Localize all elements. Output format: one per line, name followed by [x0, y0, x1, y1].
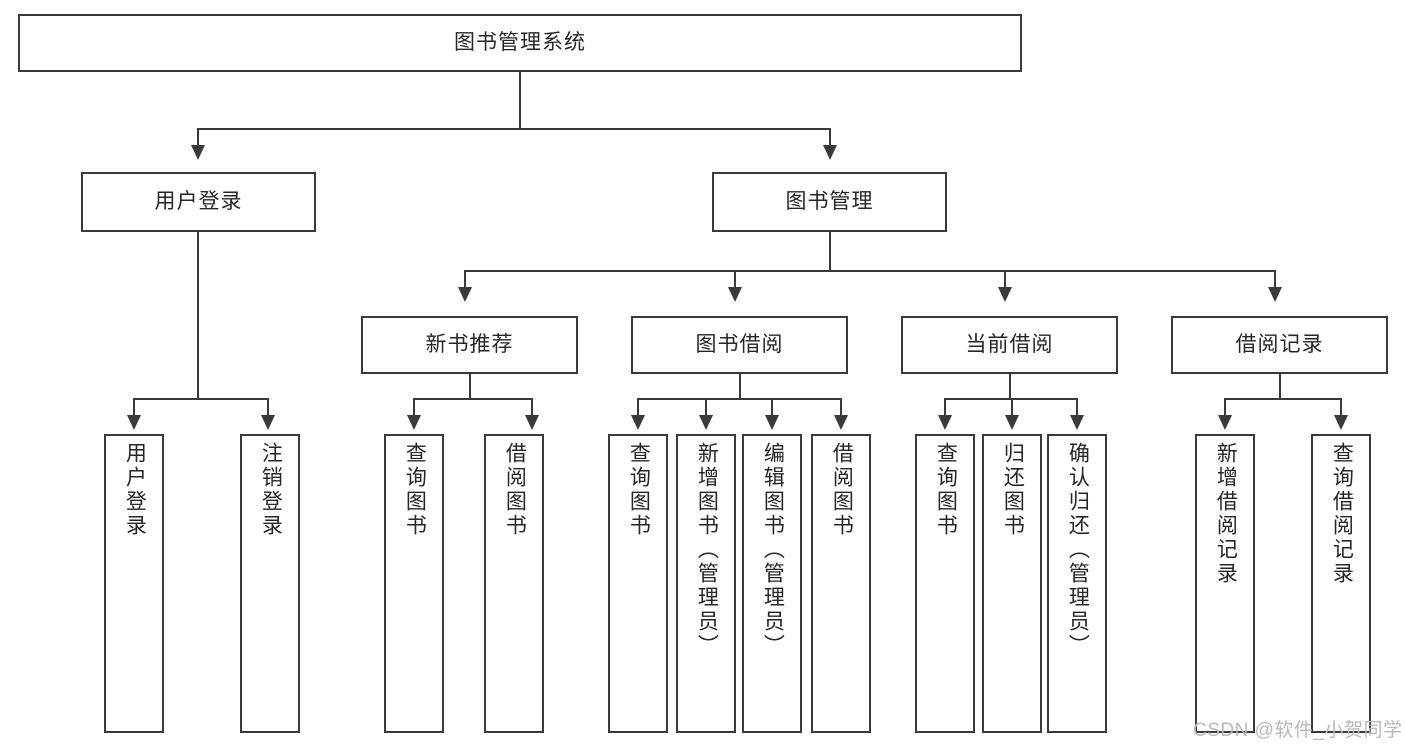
arrow-to-leaf-add-book: [699, 415, 713, 430]
leaf-edit-book[interactable]: 编辑图书（管理员）: [742, 434, 802, 733]
connector-new-book-stem: [469, 374, 471, 400]
node-label: 新增图书（管理员）: [695, 442, 719, 658]
leaf-query-book-current[interactable]: 查询图书: [915, 434, 975, 733]
node-label: 归还图书: [1001, 442, 1025, 538]
node-label: 确认归还（管理员）: [1066, 442, 1090, 658]
arrow-to-leaf-query-book-1: [407, 415, 421, 430]
node-new-book-recommend[interactable]: 新书推荐: [361, 316, 578, 374]
connector-book-borrow-drop-1: [637, 398, 639, 416]
arrow-to-leaf-logout: [261, 415, 275, 430]
connector-borrow-record-drop-1: [1224, 398, 1226, 416]
node-label: 图书管理: [785, 189, 874, 213]
connector-user-login-drop-1: [133, 398, 135, 416]
arrow-to-leaf-return-book: [1005, 415, 1019, 430]
connector-borrow-record-stem: [1279, 374, 1281, 400]
node-borrow-record[interactable]: 借阅记录: [1171, 316, 1388, 374]
connector-level2-bus: [464, 270, 1276, 272]
connector-book-borrow-stem: [739, 374, 741, 400]
node-label: 查询图书: [403, 442, 427, 538]
leaf-return-book[interactable]: 归还图书: [982, 434, 1042, 733]
leaf-add-book[interactable]: 新增图书（管理员）: [676, 434, 736, 733]
connector-new-book-drop-1: [413, 398, 415, 416]
node-label: 借阅记录: [1235, 332, 1324, 356]
connector-level2-drop-1: [464, 270, 466, 288]
connector-user-login-stem: [197, 232, 199, 400]
connector-book-management-stem: [829, 232, 831, 272]
connector-level2-drop-3: [1004, 270, 1006, 288]
connector-book-borrow-drop-2: [705, 398, 707, 416]
arrow-to-leaf-confirm-return: [1070, 415, 1084, 430]
leaf-confirm-return[interactable]: 确认归还（管理员）: [1047, 434, 1107, 733]
leaf-borrow-book[interactable]: 借阅图书: [811, 434, 871, 733]
connector-user-login-bus: [133, 398, 269, 400]
node-label: 借阅图书: [830, 442, 854, 538]
node-label: 图书管理系统: [454, 30, 586, 54]
connector-level2-drop-2: [734, 270, 736, 288]
leaf-query-book-borrow[interactable]: 查询图书: [608, 434, 668, 733]
arrow-to-user-login: [191, 145, 205, 160]
connector-book-borrow-bus: [637, 398, 842, 400]
node-label: 注销登录: [259, 442, 283, 538]
node-label: 新书推荐: [425, 332, 514, 356]
arrow-to-leaf-query-record: [1334, 415, 1348, 430]
connector-level1-drop-left: [197, 128, 199, 146]
arrow-to-leaf-query-book-2: [631, 415, 645, 430]
arrow-to-book-management: [823, 145, 837, 160]
leaf-logout[interactable]: 注销登录: [240, 434, 300, 733]
arrow-to-leaf-query-book-3: [938, 415, 952, 430]
node-root-system[interactable]: 图书管理系统: [18, 14, 1022, 72]
node-label: 当前借阅: [965, 332, 1054, 356]
leaf-query-borrow-record[interactable]: 查询借阅记录: [1311, 434, 1371, 733]
connector-current-borrow-stem: [1009, 374, 1011, 400]
connector-level1-bus: [197, 128, 831, 130]
arrow-to-new-book-recommend: [458, 287, 472, 302]
arrow-to-book-borrow: [728, 287, 742, 302]
node-current-borrow[interactable]: 当前借阅: [901, 316, 1118, 374]
leaf-user-login[interactable]: 用户登录: [104, 434, 164, 733]
node-label: 用户登录: [123, 442, 147, 538]
leaf-query-book-recommend[interactable]: 查询图书: [384, 434, 444, 733]
node-label: 新增借阅记录: [1214, 442, 1238, 586]
node-user-login[interactable]: 用户登录: [81, 172, 316, 232]
connector-book-borrow-drop-3: [771, 398, 773, 416]
node-label: 借阅图书: [503, 442, 527, 538]
connector-new-book-drop-2: [531, 398, 533, 416]
connector-book-borrow-drop-4: [840, 398, 842, 416]
connector-current-borrow-drop-1: [944, 398, 946, 416]
node-label: 查询图书: [627, 442, 651, 538]
connector-current-borrow-drop-2: [1011, 398, 1013, 416]
arrow-to-leaf-add-record: [1218, 415, 1232, 430]
arrow-to-leaf-user-login: [127, 415, 141, 430]
connector-user-login-drop-2: [267, 398, 269, 416]
node-book-borrow[interactable]: 图书借阅: [631, 316, 848, 374]
arrow-to-borrow-record: [1268, 287, 1282, 302]
connector-root-stem: [519, 72, 521, 130]
arrow-to-leaf-borrow-book-1: [525, 415, 539, 430]
connector-new-book-bus: [413, 398, 533, 400]
node-label: 图书借阅: [695, 332, 784, 356]
arrow-to-current-borrow: [998, 287, 1012, 302]
connector-level1-drop-right: [829, 128, 831, 146]
connector-borrow-record-bus: [1224, 398, 1342, 400]
node-label: 查询借阅记录: [1330, 442, 1354, 586]
arrow-to-leaf-borrow-book-2: [834, 415, 848, 430]
connector-borrow-record-drop-2: [1340, 398, 1342, 416]
leaf-borrow-book-recommend[interactable]: 借阅图书: [484, 434, 544, 733]
node-label: 查询图书: [934, 442, 958, 538]
node-label: 用户登录: [154, 189, 243, 213]
node-label: 编辑图书（管理员）: [761, 442, 785, 658]
node-book-management[interactable]: 图书管理: [712, 172, 947, 232]
connector-current-borrow-drop-3: [1076, 398, 1078, 416]
arrow-to-leaf-edit-book: [765, 415, 779, 430]
connector-level2-drop-4: [1274, 270, 1276, 288]
leaf-add-borrow-record[interactable]: 新增借阅记录: [1195, 434, 1255, 733]
